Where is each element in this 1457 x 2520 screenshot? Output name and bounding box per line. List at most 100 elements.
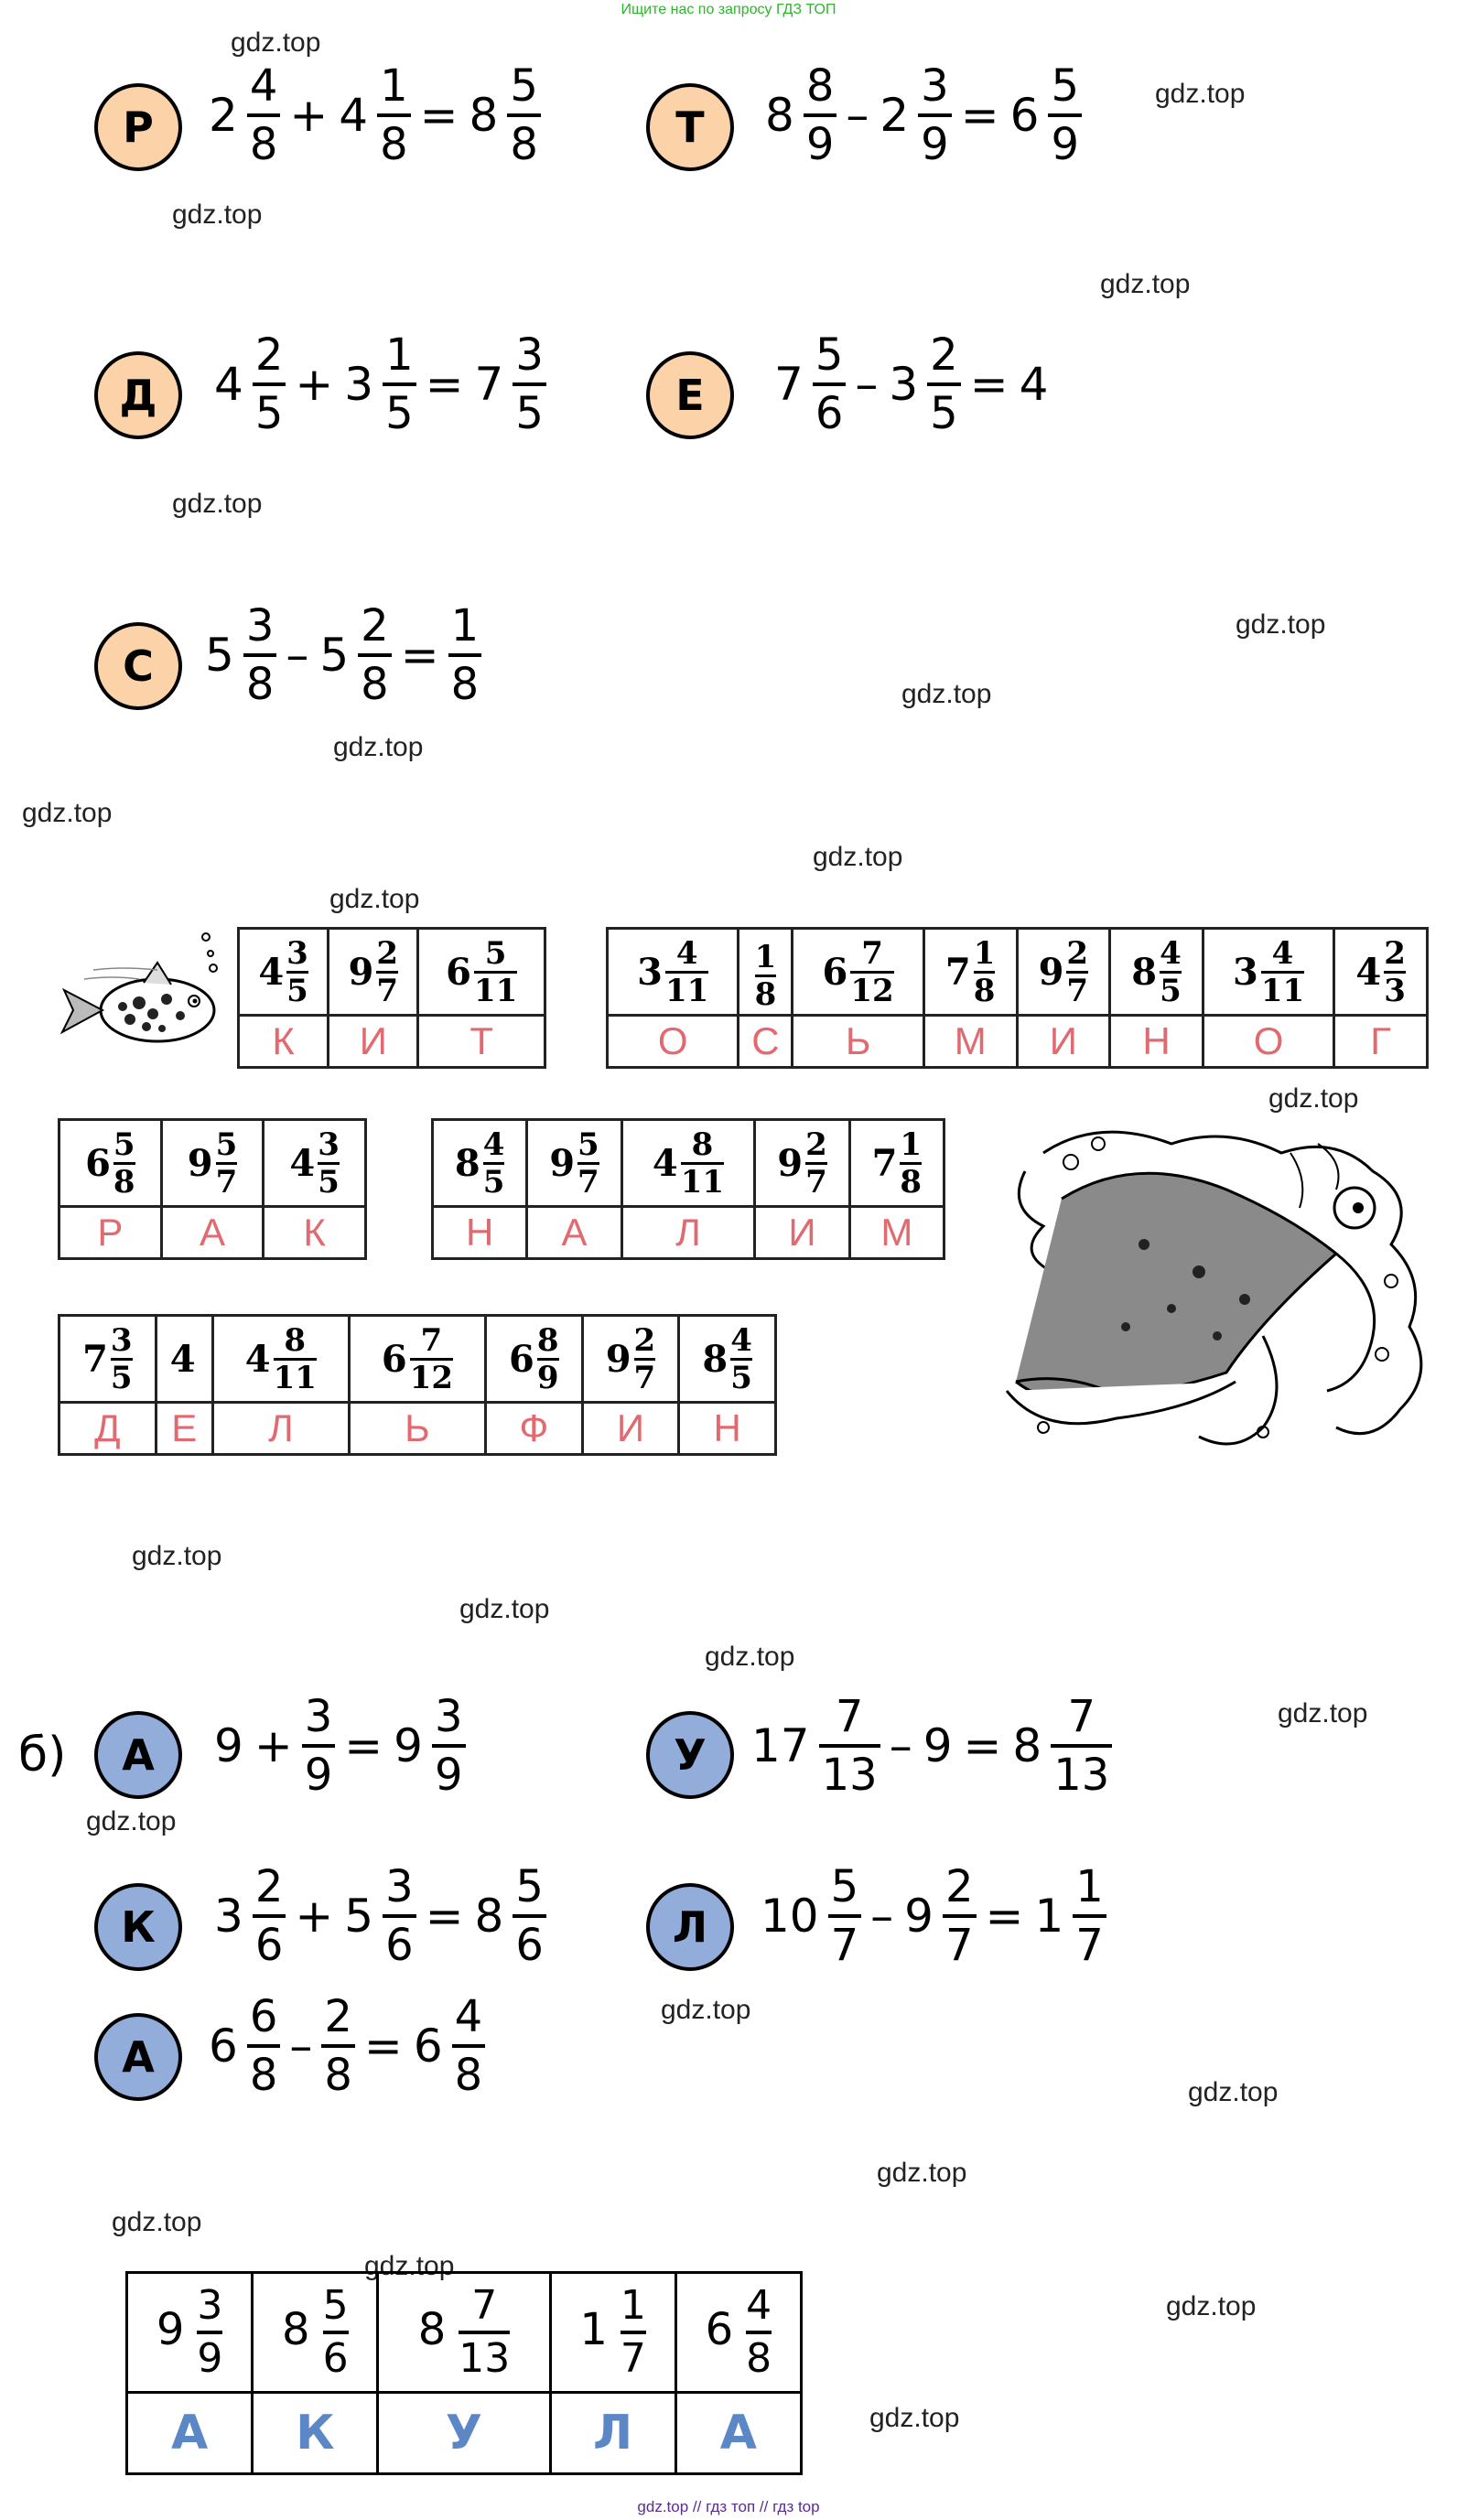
- fraction-bar: [318, 1161, 340, 1165]
- equation-term: =: [969, 358, 1009, 411]
- puzzle-letter-cell: Г: [1333, 1014, 1429, 1069]
- puzzle-letter-cell: К: [262, 1205, 367, 1260]
- puzzle-letter-cell: Т: [416, 1014, 546, 1069]
- denominator: 8: [249, 2050, 278, 2101]
- puzzle-letter-cell: Л: [210, 1401, 351, 1456]
- fraction-bar: [113, 1161, 135, 1165]
- letter-badge: Л: [646, 1883, 734, 1971]
- numerator: 4: [249, 60, 278, 112]
- numerator: 5: [1051, 60, 1079, 112]
- puzzle-letter-cell: А: [159, 1205, 265, 1260]
- numerator: 8: [284, 1321, 307, 1359]
- denominator: 7: [215, 1163, 238, 1201]
- fraction-bar: [383, 382, 416, 386]
- denominator: 8: [973, 972, 996, 1009]
- whole-part: 4: [169, 1337, 196, 1381]
- denominator: 12: [409, 1359, 454, 1396]
- numerator: 2: [1066, 934, 1089, 972]
- letter-badge: С: [94, 622, 182, 710]
- fraction-bar: [110, 1357, 133, 1361]
- whole-part: 8: [1012, 1719, 1042, 1772]
- numerator: 3: [921, 60, 949, 112]
- fraction-bar: [246, 113, 281, 117]
- equation-term: +: [295, 358, 334, 411]
- fraction-bar: [900, 1161, 923, 1165]
- fraction-bar: [459, 2331, 511, 2334]
- numerator: 3: [245, 600, 275, 652]
- denominator: 5: [385, 388, 414, 439]
- numerator: 8: [536, 1321, 559, 1359]
- answer-letter-cell: К: [251, 2391, 380, 2475]
- whole-part: 9: [156, 2304, 185, 2355]
- fraction-bar: [805, 1161, 827, 1165]
- denominator: 9: [921, 119, 949, 170]
- equation-term: 4: [1019, 358, 1049, 411]
- puzzle-letter-cell: Ь: [347, 1401, 487, 1456]
- denominator: 8: [900, 1163, 923, 1201]
- fraction-bar: [301, 1744, 336, 1748]
- puzzle-number-cell: 4: [154, 1314, 214, 1404]
- letter-badge: А: [94, 1711, 182, 1799]
- fraction-bar: [927, 382, 961, 386]
- numerator: 7: [420, 1321, 443, 1359]
- equation-term: –: [870, 1890, 894, 1943]
- denominator: 7: [376, 972, 399, 1009]
- denominator: 5: [318, 1163, 340, 1201]
- whole-part: 3: [344, 358, 374, 411]
- numerator: 3: [318, 1125, 340, 1163]
- watermark: gdz.top: [132, 1541, 222, 1571]
- whole-part: 8: [469, 89, 499, 142]
- letter-badge: У: [646, 1711, 734, 1799]
- denominator: 11: [273, 1359, 317, 1396]
- numerator: 7: [861, 934, 883, 972]
- whole-part: 1: [579, 2304, 608, 2355]
- denominator: 6: [254, 1920, 284, 1971]
- watermark: gdz.top: [231, 27, 321, 58]
- fraction-bar: [252, 382, 286, 386]
- puzzle-letter-cell: И: [327, 1014, 420, 1069]
- watermark: gdz.top: [1166, 2291, 1257, 2321]
- numerator: 7: [835, 1691, 864, 1742]
- whole-part: 17: [751, 1719, 810, 1772]
- whole-part: 8: [702, 1337, 728, 1381]
- numerator: 1: [450, 600, 480, 652]
- numerator: 5: [510, 60, 538, 112]
- denominator: 9: [434, 1750, 463, 1801]
- numerator: 1: [385, 329, 414, 381]
- watermark: gdz.top: [333, 732, 424, 762]
- whole-part: 10: [761, 1890, 819, 1943]
- watermark: gdz.top: [22, 798, 113, 828]
- fraction-bar: [973, 970, 996, 974]
- whole-part: 9: [605, 1337, 631, 1381]
- puzzle-letter-cell: Е: [154, 1401, 214, 1456]
